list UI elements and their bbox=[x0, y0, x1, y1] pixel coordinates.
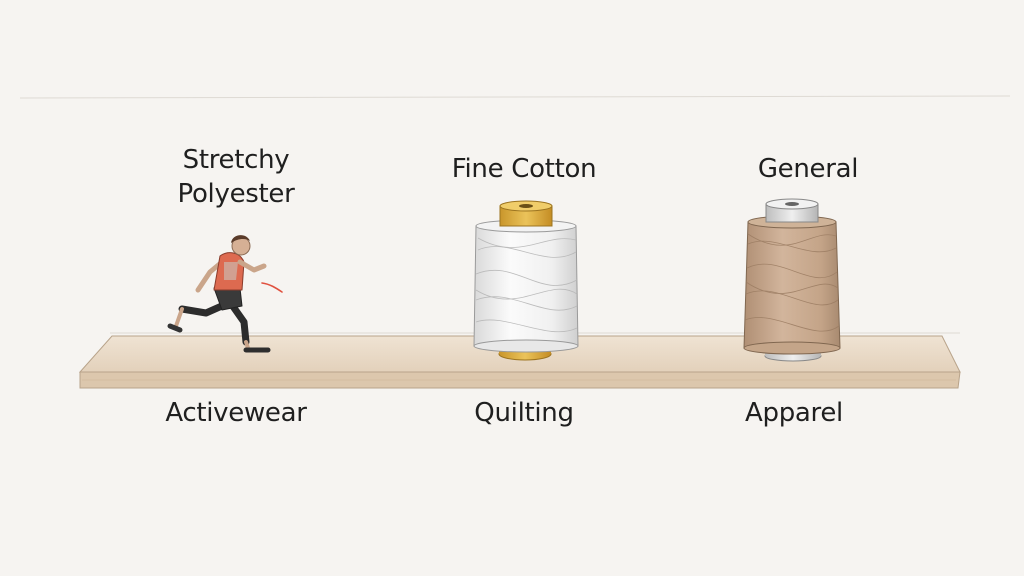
apparel-category-label: Apparel bbox=[745, 398, 843, 428]
activewear-thread-label-line1: Stretchy bbox=[182, 145, 290, 175]
tan-thread-spool-icon bbox=[743, 198, 841, 362]
runner-icon bbox=[167, 235, 283, 353]
activewear-thread-label-line2: Polyester bbox=[177, 179, 295, 209]
white-thread-spool-icon bbox=[473, 200, 579, 361]
quilting-category-label: Quilting bbox=[474, 398, 574, 428]
activewear-category-label: Activewear bbox=[165, 398, 307, 428]
activewear-thread-label: Stretchy Polyester bbox=[136, 143, 336, 211]
quilting-thread-label: Fine Cotton bbox=[451, 154, 597, 184]
apparel-thread-label: General bbox=[757, 154, 859, 184]
